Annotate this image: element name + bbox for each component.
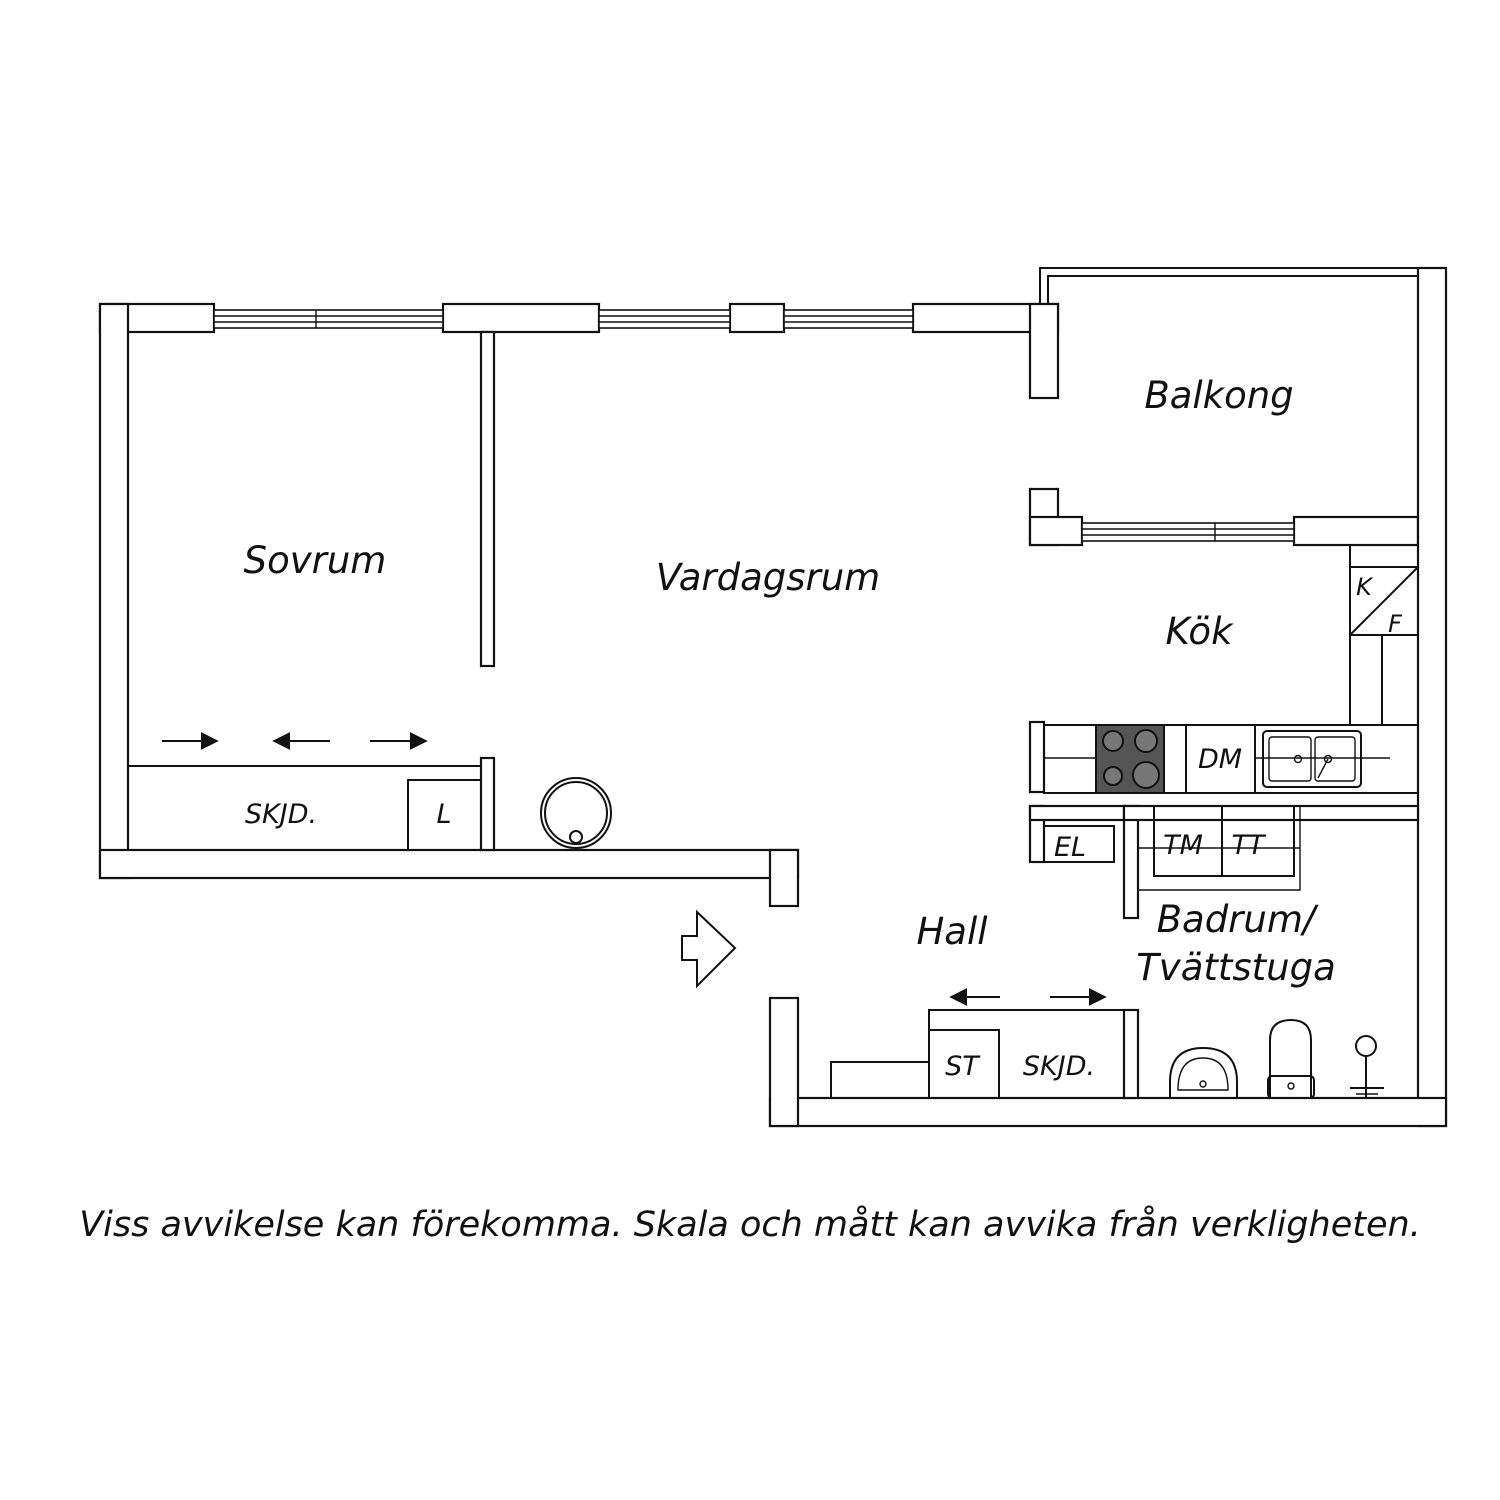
fixture-label-st: ST — [945, 1051, 981, 1082]
room-label-kok: Kök — [1165, 610, 1234, 653]
fixture-label-skjd-bedroom: SKJD. — [245, 799, 317, 830]
fixture-label-skjd-hall: SKJD. — [1023, 1051, 1095, 1082]
hall-units — [830, 988, 1125, 1099]
bathroom-fixtures — [1169, 1018, 1384, 1099]
disclaimer-text: Viss avvikelse kan förekomma. Skala och … — [79, 1205, 1421, 1245]
round-fixture — [540, 777, 612, 849]
fixture-label-dm: DM — [1198, 744, 1242, 775]
fixture-label-kyl: K — [1356, 573, 1374, 601]
room-label-vardagsrum: Vardagsrum — [656, 556, 880, 599]
walls — [98, 266, 1448, 1128]
fixture-label-linen: L — [436, 799, 451, 830]
room-label-tvattstuga: Tvättstuga — [1136, 946, 1336, 989]
windows — [213, 309, 1295, 542]
room-label-badrum: Badrum/ — [1157, 898, 1319, 941]
utility-units — [1043, 805, 1301, 891]
bedroom-wardrobe — [127, 732, 482, 851]
fixture-label-frys: F — [1388, 610, 1403, 638]
room-label-hall: Hall — [916, 910, 988, 953]
fixture-label-tt: TT — [1232, 830, 1267, 861]
room-label-balkong: Balkong — [1144, 374, 1293, 417]
room-label-sovrum: Sovrum — [244, 539, 387, 582]
entrance-arrow-icon — [681, 909, 737, 989]
fixture-label-tm: TM — [1163, 830, 1203, 861]
fixture-label-el: EL — [1054, 832, 1086, 863]
kitchen-units — [1043, 544, 1419, 794]
